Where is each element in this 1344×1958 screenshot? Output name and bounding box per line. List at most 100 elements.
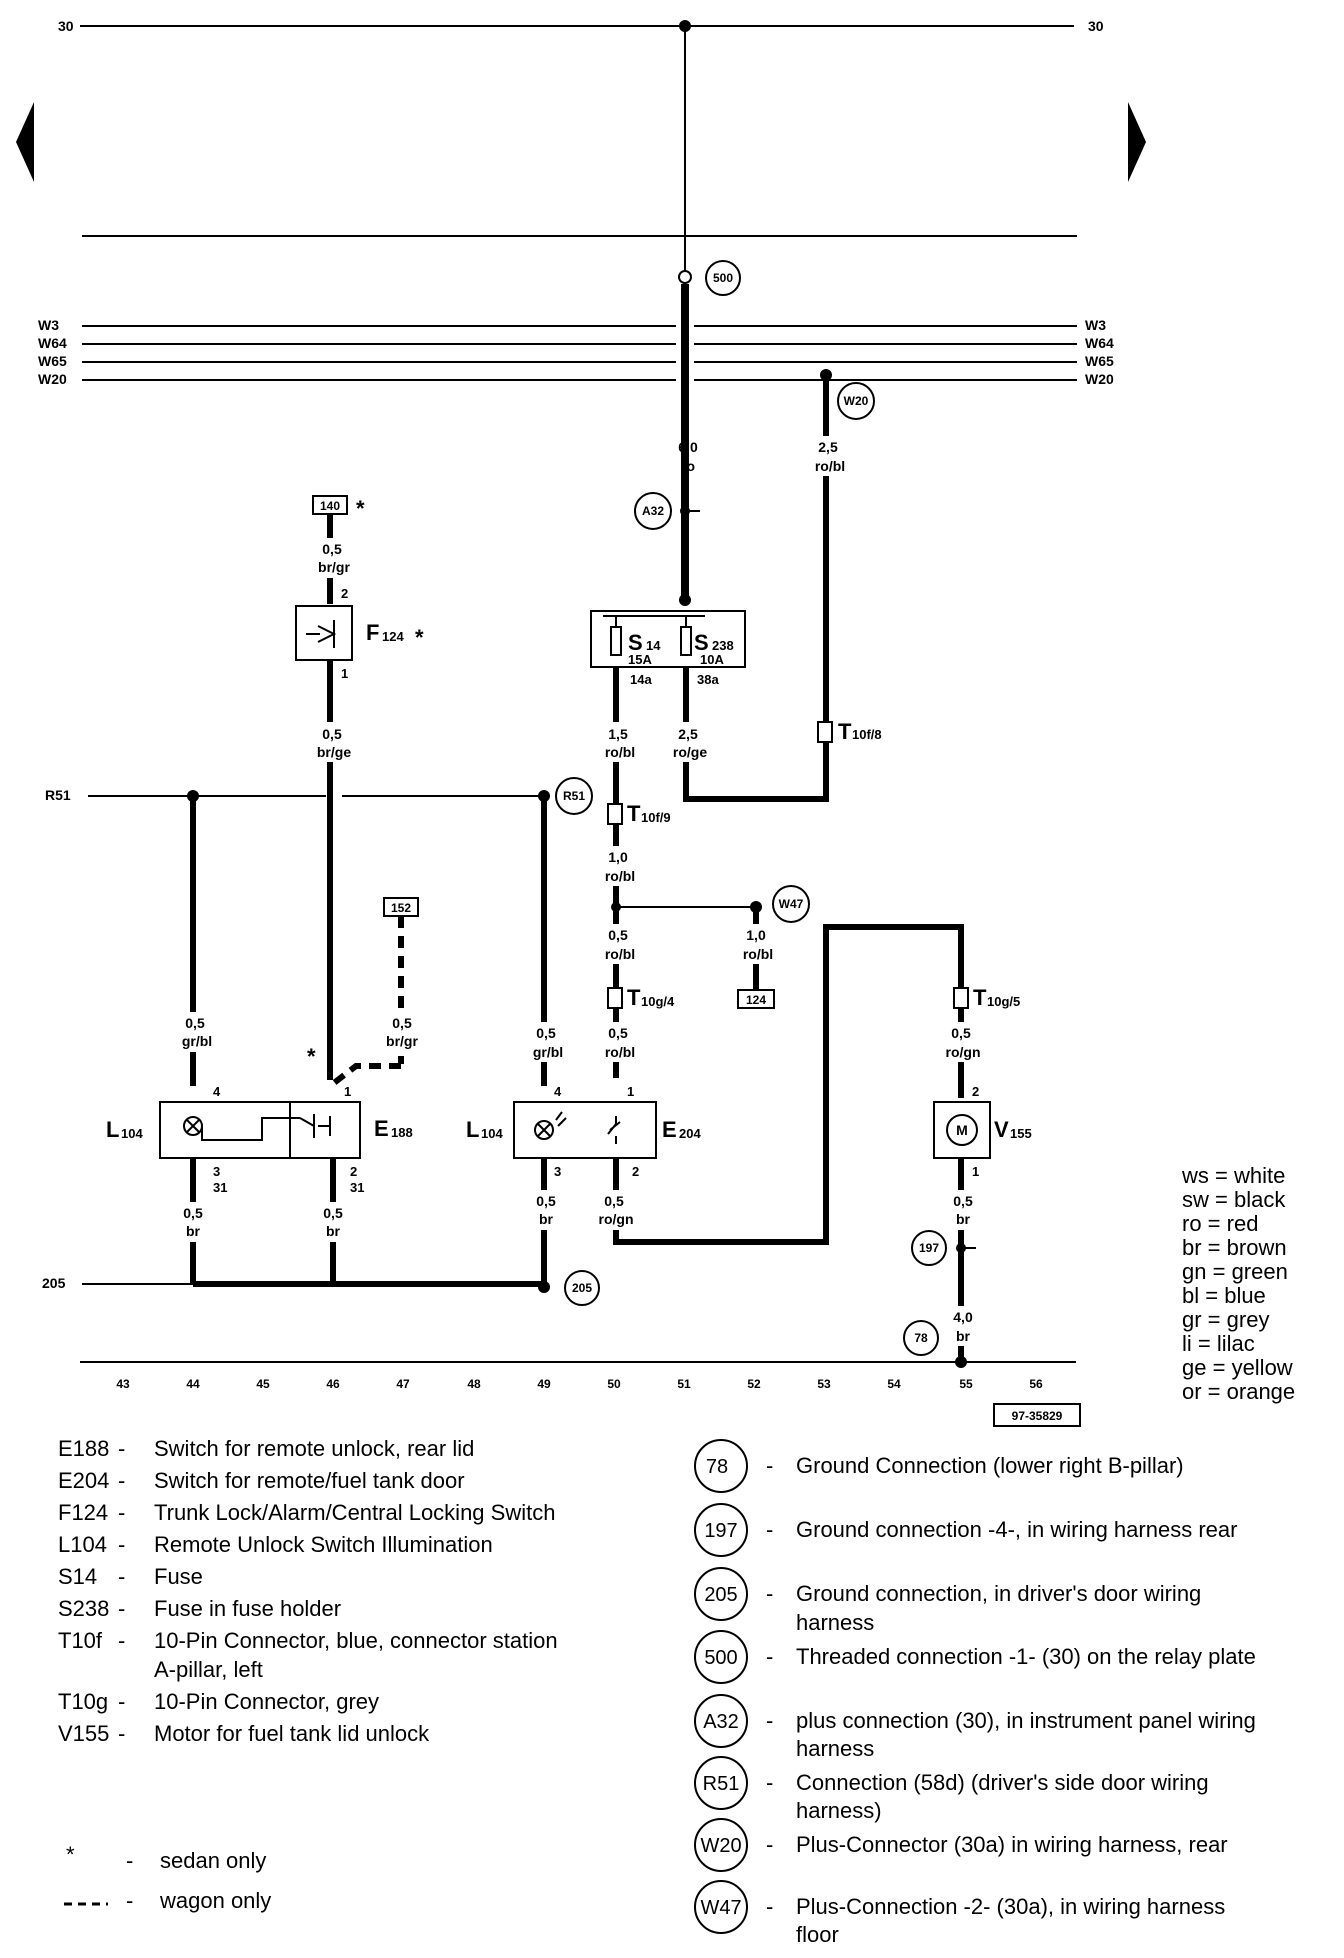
location-number: 55	[959, 1377, 973, 1391]
switch-f124	[295, 605, 353, 661]
fuse-s14-symbol	[610, 626, 622, 656]
legend-desc: 10-Pin Connector, blue, connector statio…	[154, 1628, 558, 1653]
star-140: *	[356, 496, 365, 521]
fuse-s14-pin: 14a	[630, 672, 652, 687]
circle-197-label: 197	[919, 1241, 939, 1255]
location-number: 54	[887, 1377, 901, 1391]
prev-page-arrow-icon[interactable]	[16, 102, 34, 182]
diagram-id-box	[993, 1403, 1081, 1427]
motor-v155-symbol: M	[956, 1122, 968, 1138]
pin-e204-bot: 2	[632, 1164, 639, 1179]
location-number: 53	[817, 1377, 831, 1391]
circle-w47-label: W47	[779, 897, 804, 911]
wire-s238-color: ro/ge	[673, 744, 707, 760]
terminal-r51: R51	[45, 787, 71, 803]
wire-e188-out-size: 0,5	[323, 1205, 343, 1221]
wire-t10g5-size: 0,5	[951, 1025, 971, 1041]
l104a-inner-wiring	[201, 1117, 300, 1141]
wire-s14-size: 1,5	[608, 726, 628, 742]
wire-l104b-out-label-bg	[524, 1190, 564, 1230]
legend-dash: -	[118, 1436, 125, 1461]
fuse-s238-symbol	[680, 626, 692, 656]
next-page-arrow-icon[interactable]	[1128, 102, 1146, 182]
wire-t10f9-color: ro/bl	[605, 868, 635, 884]
component-e188-label: E	[374, 1116, 389, 1141]
connector-140-label: 140	[320, 499, 340, 513]
wire-t10g4-color: ro/bl	[605, 1044, 635, 1060]
legend-desc: Switch for remote unlock, rear lid	[154, 1436, 474, 1461]
legend-code: S238	[58, 1596, 109, 1621]
color-key-entry: gn = green	[1182, 1259, 1288, 1284]
wire-l104a-in-label-bg	[171, 1012, 217, 1052]
legend-dash: -	[118, 1532, 125, 1557]
legend-dash: -	[766, 1644, 773, 1669]
circle-78-label: 78	[914, 1331, 928, 1345]
legend-dash: -	[118, 1628, 125, 1653]
legend-code: V155	[58, 1721, 109, 1746]
color-key-entry: bl = blue	[1182, 1283, 1266, 1308]
legend-desc-cont: floor	[796, 1922, 839, 1947]
wire-152-label-bg	[380, 1012, 426, 1052]
wire-l104a-out-color: br	[186, 1223, 201, 1239]
component-legend: E188 - Switch for remote unlock, rear li…	[58, 1436, 558, 1913]
legend-circle	[694, 1439, 748, 1493]
legend-dash: -	[126, 1848, 133, 1873]
wire-l104b-out-size: 0,5	[536, 1193, 556, 1209]
legend-desc: 10-Pin Connector, grey	[154, 1689, 379, 1714]
location-number: 47	[396, 1377, 410, 1391]
legend-code: F124	[58, 1500, 108, 1525]
location-number: 50	[607, 1377, 621, 1391]
wire-140-label-bg	[310, 538, 354, 578]
legend-desc: Fuse in fuse holder	[154, 1596, 341, 1621]
connector-t10g5-sub: 10g/5	[987, 994, 1020, 1009]
connector-t10f9-label: T	[627, 801, 641, 826]
location-number: 44	[186, 1377, 200, 1391]
component-v155-label: V	[994, 1117, 1009, 1142]
legend-circle-code: R51	[703, 1773, 740, 1795]
legend-code: L104	[58, 1532, 107, 1557]
legend-circle-code: 500	[704, 1647, 737, 1669]
pin-e188-top: 1	[344, 1084, 351, 1099]
terminal-w20-left: W20	[38, 371, 67, 387]
wire-140-color: br/gr	[318, 559, 350, 575]
wire-s238-size: 2,5	[678, 726, 698, 742]
legend-circle-code: W20	[700, 1835, 741, 1857]
legend-circle	[694, 1630, 748, 1684]
location-number: 49	[537, 1377, 551, 1391]
wire-v155-out-label-bg	[941, 1190, 981, 1230]
legend-code: T10f	[58, 1628, 103, 1653]
legend-dash: -	[118, 1468, 125, 1493]
fuse-s14-label: S	[628, 630, 643, 655]
color-key-entry: ws = white	[1181, 1163, 1285, 1188]
color-key-entry: ge = yellow	[1182, 1355, 1293, 1380]
legend-circle-code: A32	[703, 1711, 739, 1733]
terminal-w3-right: W3	[1085, 317, 1106, 333]
motor-v155-icon	[946, 1114, 978, 1146]
wire-f124-color: br/ge	[317, 744, 351, 760]
wire-78-color: br	[956, 1328, 971, 1344]
legend-dash: -	[118, 1689, 125, 1714]
wire-s14-label-bg	[596, 722, 640, 762]
legend-desc: Ground connection, in driver's door wiri…	[796, 1581, 1201, 1606]
legend-circle-code: 197	[704, 1520, 737, 1542]
legend-code: E204	[58, 1468, 109, 1493]
legend-dash: -	[766, 1894, 773, 1919]
legend-desc: Ground Connection (lower right B-pillar)	[796, 1453, 1184, 1478]
fuse-s14-rating: 15A	[628, 652, 652, 667]
pin-l104a-bot: 3	[213, 1164, 220, 1179]
wire-w20-label-bg	[805, 436, 849, 476]
connector-124	[737, 989, 775, 1009]
legend-circle	[694, 1880, 748, 1934]
legend-code: T10g	[58, 1689, 108, 1714]
legend-dash: -	[766, 1832, 773, 1857]
wire-e204-out	[613, 924, 964, 1245]
component-l104b-label: L	[466, 1117, 479, 1142]
circle-78	[903, 1320, 939, 1356]
location-number: 51	[677, 1377, 691, 1391]
connector-t10f9	[607, 803, 623, 825]
pin-e188-bot2: 31	[350, 1180, 364, 1195]
wire-s238-label-bg	[664, 722, 710, 762]
legend-desc-cont: harness	[796, 1736, 874, 1761]
lamp-l104b-cross	[537, 1111, 567, 1137]
legend-code: S14	[58, 1564, 97, 1589]
